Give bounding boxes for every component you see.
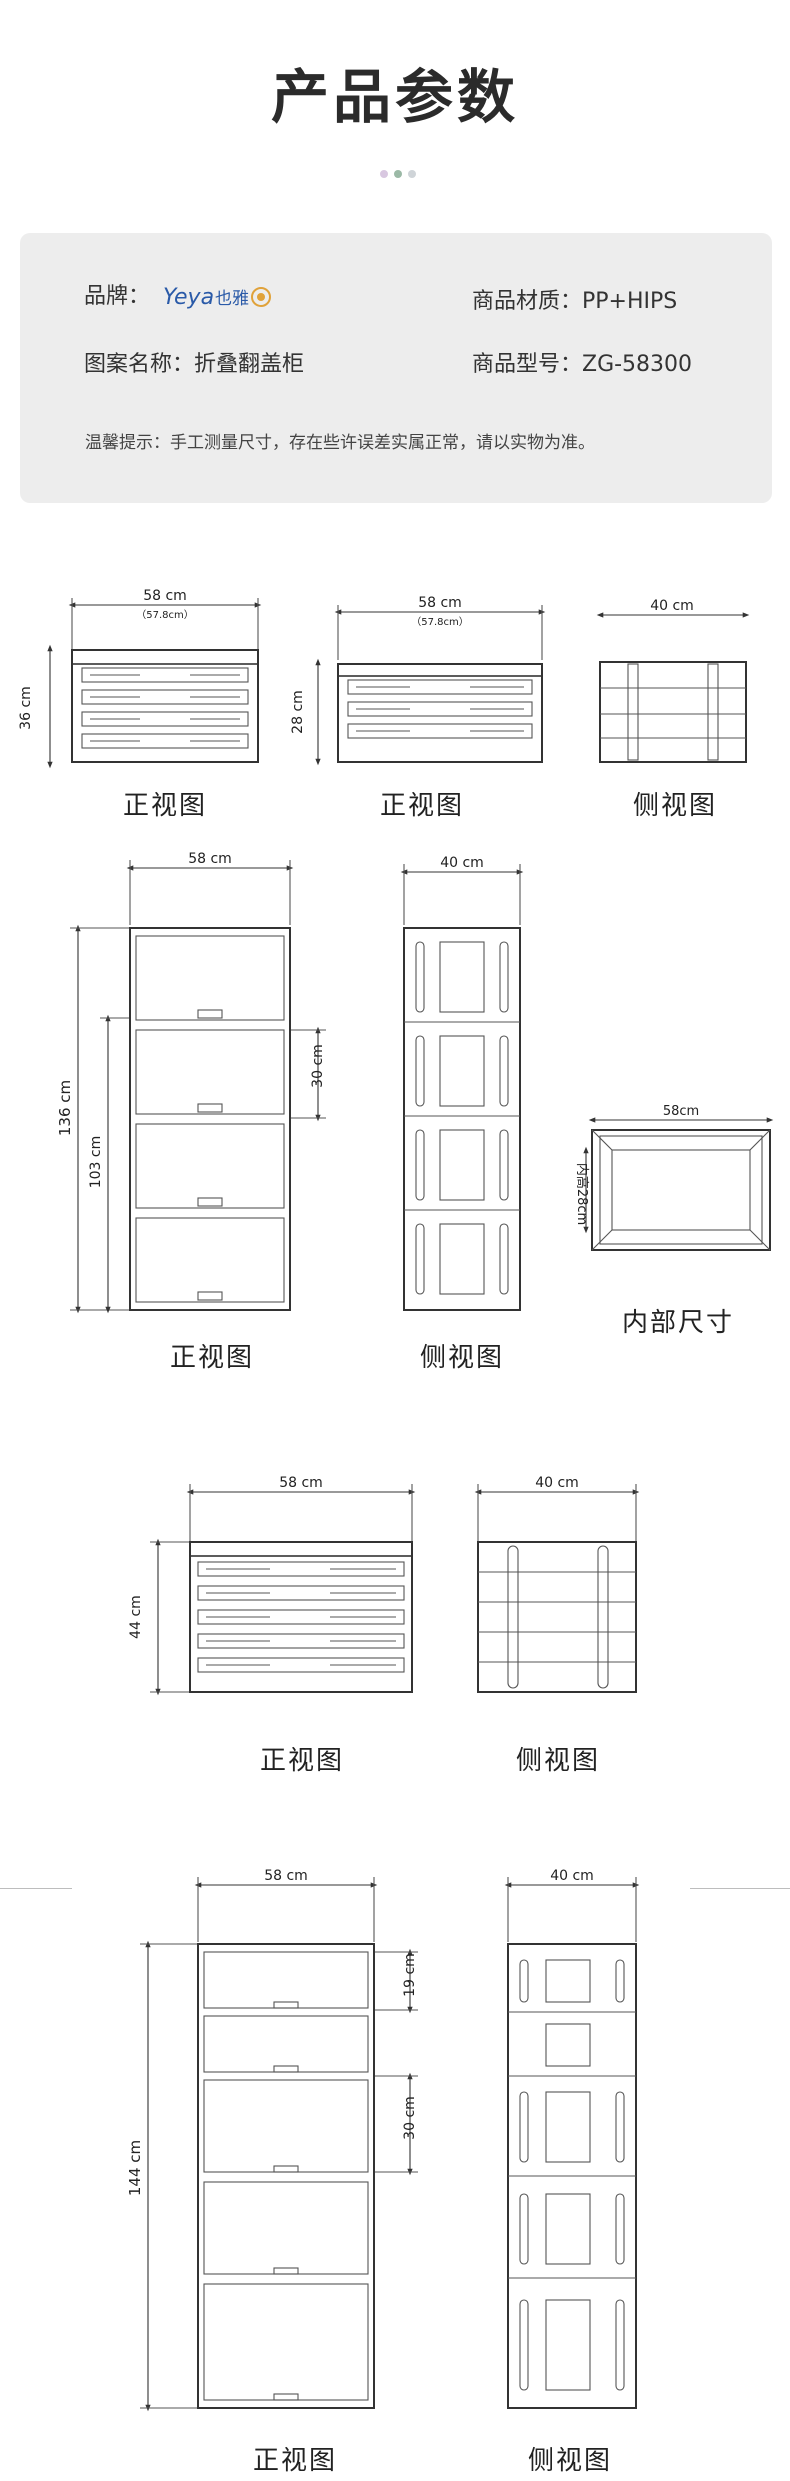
s4-front-view: 58 cm 144 cm 19 cm 30 cm [126,1868,418,2412]
s1-d3-width: 40 cm [650,598,694,614]
pattern-row: 图案名称：折叠翻盖柜 [84,352,305,377]
dot-1 [380,170,388,178]
s1-front-view-2: 58 cm （57.8cm） 28 cm [290,595,546,766]
s1-d1-width: 58 cm [143,588,187,604]
brand-flower-icon [251,287,272,307]
s1-d1-width-sub: （57.8cm） [136,609,194,621]
product-params-panel: 品牌： Yeya 也雅 商品材质：PP+HIPS 图案名称：折叠翻盖柜 商品型号… [20,233,772,503]
s2-inner-width: 58cm [663,1104,699,1119]
s2-front-drawer: 30 cm [310,1044,326,1088]
dot-3 [408,170,416,178]
brand-label: 品牌： [84,284,151,309]
s4-front-total: 144 cm [126,2140,144,2196]
brand-flower-core [257,293,266,301]
s4-front-caption: 正视图 [252,2446,337,2476]
s3-front-view: 58 cm 44 cm [128,1475,416,1696]
model-row: 商品型号：ZG-58300 [472,352,693,377]
dot-2 [394,170,402,178]
s1-caption-3: 侧视图 [632,791,717,821]
brand-logo-cn: 也雅 [215,289,249,309]
section2-drawings: 58 cm 136 cm 103 cm 30 cm 40 cm [56,851,774,1314]
right-separator [690,1888,790,1889]
s3-side-caption: 侧视图 [515,1746,600,1776]
section4-drawings: 58 cm 144 cm 19 cm 30 cm 40 cm [126,1868,640,2412]
s4-front-d1: 19 cm [402,1953,418,1997]
brand-row: 品牌： Yeya 也雅 [84,278,281,312]
s4-side-width: 40 cm [550,1868,594,1884]
s1-d1-height: 36 cm [18,686,34,730]
measure-note: 温馨提示：手工测量尺寸，存在些许误差实属正常，请以实物为准。 [85,433,595,453]
brand-logo-text: Yeya [163,285,214,310]
left-separator [0,1888,72,1889]
s4-side-view: 40 cm [504,1868,640,2409]
s2-inner-caption: 内部尺寸 [621,1308,734,1338]
s1-caption-2: 正视图 [379,791,464,821]
brand-logo: Yeya 也雅 [163,285,272,310]
s2-inner-view: 58cm 内高28cm [574,1104,774,1251]
s2-inner-height: 内高28cm [574,1163,590,1225]
s3-front-width: 58 cm [279,1475,323,1491]
s4-front-d2: 30 cm [402,2096,418,2140]
s2-front-view: 58 cm 136 cm 103 cm 30 cm [56,851,326,1314]
page-title: 产品参数 [270,63,519,131]
s4-side-caption: 侧视图 [527,2446,612,2476]
s2-front-width: 58 cm [188,851,232,867]
s1-d2-height: 28 cm [290,690,306,734]
s1-d2-width: 58 cm [418,595,462,611]
section1-drawings: 58 cm （57.8cm） 36 cm 58 cm （57.8cm） 28 c… [18,588,750,769]
s2-side-width: 40 cm [440,855,484,871]
s3-front-height: 44 cm [128,1595,144,1639]
s1-caption-1: 正视图 [122,791,207,821]
s1-d2-width-sub: （57.8cm） [411,616,469,628]
s2-front-caption: 正视图 [169,1343,254,1373]
s2-front-total: 136 cm [56,1080,74,1136]
material-row: 商品材质：PP+HIPS [472,289,678,314]
s2-side-view: 40 cm [400,855,524,1311]
s3-side-view: 40 cm [474,1475,640,1693]
decorative-dots [380,170,420,180]
s2-front-inner: 103 cm [88,1136,104,1189]
s3-side-width: 40 cm [535,1475,579,1491]
s1-front-view-1: 58 cm （57.8cm） 36 cm [18,588,262,769]
s3-front-caption: 正视图 [259,1746,344,1776]
s4-front-width: 58 cm [264,1868,308,1884]
s2-side-caption: 侧视图 [419,1343,504,1373]
s1-side-view: 40 cm [596,598,750,763]
section3-drawings: 58 cm 44 cm 40 cm [128,1475,640,1696]
